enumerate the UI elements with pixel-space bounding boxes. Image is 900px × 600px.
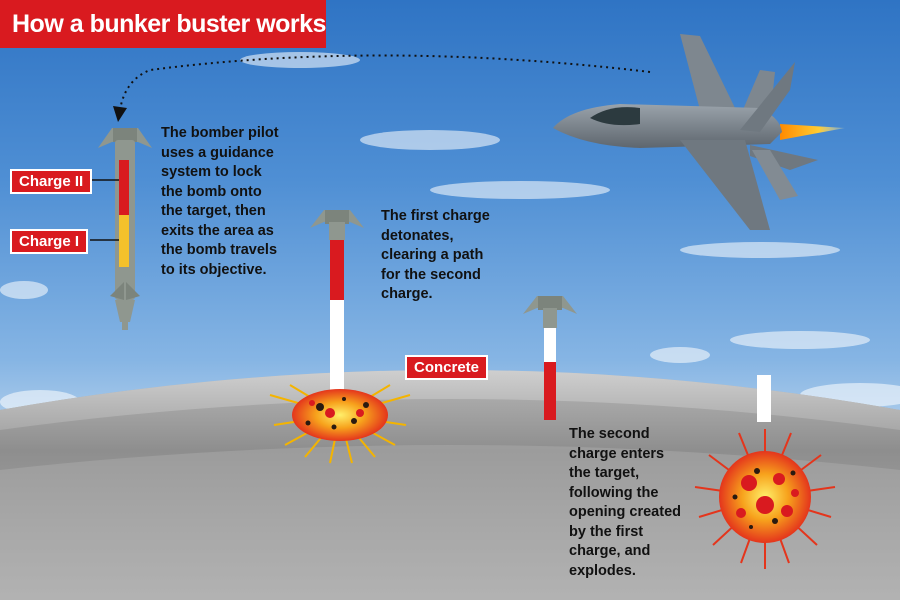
caption-line: exits the area as (161, 222, 274, 239)
caption-line: detonates, (381, 227, 454, 244)
flight-path-arrow-icon (119, 54, 651, 111)
caption-line: The first charge (381, 208, 490, 224)
concrete-label: Concrete (405, 355, 489, 380)
caption-line: following the (569, 484, 659, 501)
caption-line: clearing a path (381, 247, 484, 263)
caption-line: the target, (569, 465, 640, 481)
bomb-icon (98, 128, 152, 330)
caption-line: explodes. (569, 562, 636, 579)
bomb-icon (310, 210, 364, 390)
penetration-hole (757, 375, 771, 422)
caption-line: to its objective. (161, 261, 267, 278)
fighter-jet-icon (553, 34, 845, 230)
caption-line: by the first (569, 523, 644, 540)
explosion-icon (694, 429, 836, 569)
caption-line: the target, then (161, 203, 266, 219)
page-title: How a bunker buster works (12, 9, 326, 38)
caption-line: charge, and (569, 543, 651, 559)
caption-line: opening created (569, 504, 681, 520)
caption-line: system to lock (161, 164, 262, 180)
charge-one-label: Charge I (10, 229, 89, 254)
caption-first-charge: The first charge detonates, clearing a p… (381, 207, 490, 305)
caption-line: uses a guidance (161, 144, 274, 161)
caption-line: The second (569, 426, 650, 442)
caption-line: The bomber pilot (161, 125, 279, 141)
concrete-layer (0, 370, 900, 430)
caption-line: the bomb onto (161, 183, 262, 200)
caption-line: for the second (381, 266, 481, 283)
title-banner: How a bunker buster works (0, 0, 326, 48)
explosion-icon (269, 384, 411, 464)
caption-second-charge: The second charge enters the target, fol… (569, 425, 681, 581)
bomb-icon (523, 296, 577, 420)
caption-line: charge. (381, 286, 433, 302)
caption-pilot: The bomber pilot uses a guidance system … (161, 124, 279, 280)
charge-two-label: Charge II (10, 169, 93, 194)
caption-line: the bomb travels (161, 242, 278, 258)
caption-line: charge enters (569, 445, 665, 462)
ground-target (0, 370, 900, 600)
